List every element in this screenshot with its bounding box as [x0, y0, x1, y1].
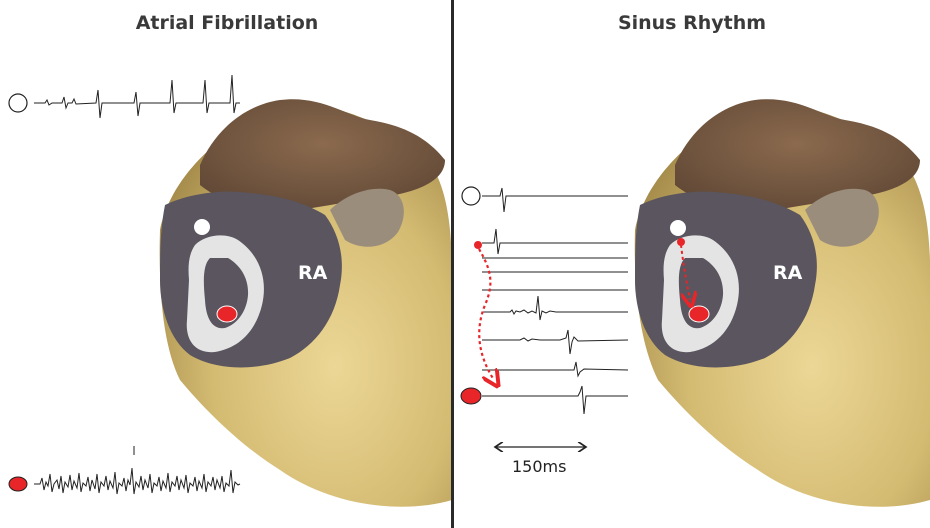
- electrode-white-legend-left: [9, 94, 27, 112]
- electrode-red-legend-left: [9, 477, 27, 491]
- electrode-white-left-heart: [194, 219, 210, 235]
- electrode-red-right-heart: [689, 306, 709, 322]
- heart-left: [160, 99, 452, 507]
- propagation-arrow-traces: [479, 249, 494, 380]
- heart-right: [635, 99, 930, 507]
- scale-bar-label: 150ms: [512, 457, 566, 476]
- af-trace-fibrillatory: [34, 468, 240, 494]
- sinus-channel-traces: [482, 188, 628, 414]
- electrode-white-right-heart: [670, 220, 686, 236]
- sinus-trace-8: [482, 362, 628, 376]
- electrode-red-dot-right-heart: [677, 238, 685, 246]
- af-trace-organized: [34, 75, 240, 118]
- ra-label-right: RA: [773, 262, 802, 284]
- electrode-red-dot-legend-right: [474, 241, 482, 249]
- electrode-red-left-heart: [217, 306, 237, 322]
- sinus-trace-1: [482, 188, 628, 212]
- panel-title-sinus-rhythm: Sinus Rhythm: [542, 12, 842, 34]
- electrode-white-legend-right: [462, 187, 480, 205]
- ra-label-left: RA: [298, 262, 327, 284]
- sinus-trace-7: [482, 330, 628, 354]
- panel-title-atrial-fibrillation: Atrial Fibrillation: [77, 12, 377, 34]
- sinus-trace-6: [482, 296, 628, 320]
- electrode-red-legend-right: [461, 388, 481, 404]
- panel-divider: [451, 0, 454, 528]
- sinus-trace-9: [482, 386, 628, 414]
- sinus-trace-2: [482, 229, 628, 254]
